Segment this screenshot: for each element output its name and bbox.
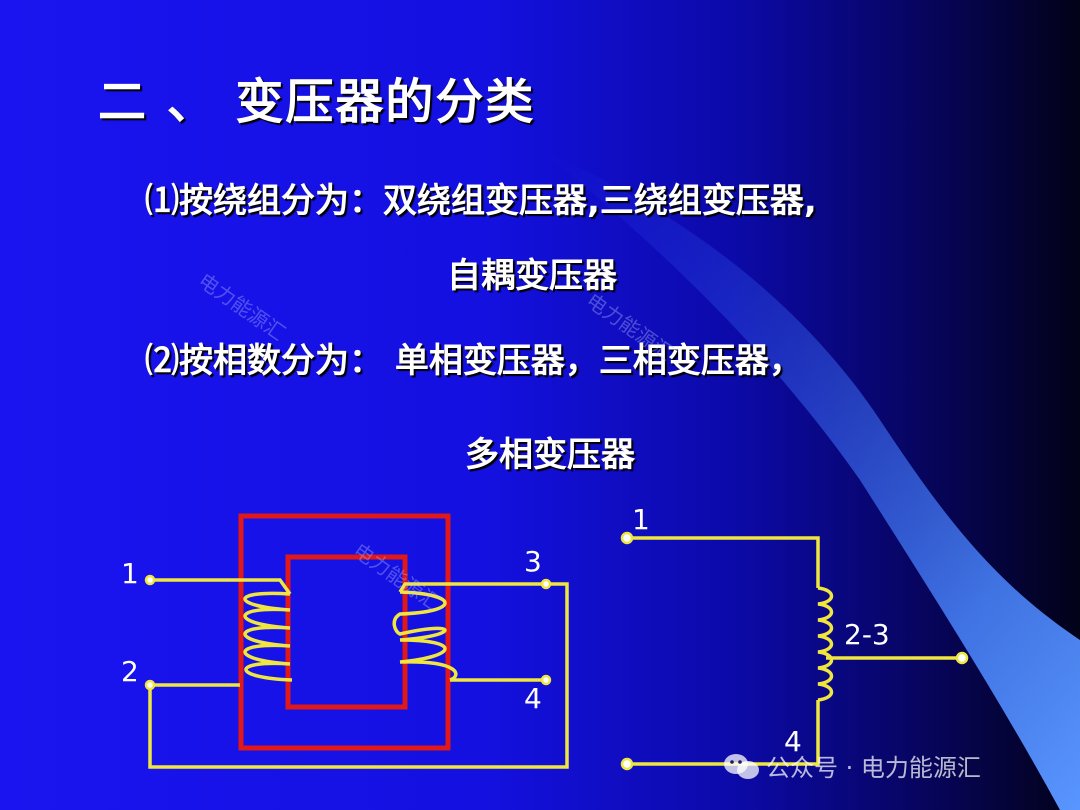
auto-terminal-label-1: 1	[632, 503, 650, 536]
autotransformer-diagram	[620, 531, 969, 771]
auto-terminal-label-4: 4	[784, 725, 802, 758]
autotransformer-text: 自耦变压器	[447, 256, 617, 296]
terminal-label-4: 4	[524, 682, 542, 715]
terminal-dot-1	[144, 574, 156, 586]
wechat-watermark: 公众号 · 电力能源汇	[766, 754, 981, 782]
wiring	[148, 578, 569, 769]
auto-terminal-dot-4	[620, 757, 634, 771]
slide-title: 二 、 变压器的分类	[98, 74, 536, 130]
terminal-label-1: 1	[121, 557, 139, 590]
classification-by-phase: ⑵按相数分为： 单相变压器，三相变压器，	[145, 341, 803, 381]
auto-terminal-dot-tap	[955, 651, 969, 665]
auto-terminal-label-tap: 2-3	[844, 618, 890, 651]
two-winding-transformer-diagram	[144, 513, 569, 769]
auto-terminal-dot-1	[620, 531, 634, 545]
terminal-dot-2	[144, 679, 156, 691]
polyphase-transformer-text: 多相变压器	[465, 435, 635, 475]
terminal-dot-3	[540, 578, 552, 590]
terminal-label-3: 3	[524, 545, 542, 578]
terminal-label-2: 2	[121, 655, 139, 688]
terminal-dot-4	[540, 674, 552, 686]
classification-by-winding: ⑴按绕组分为：双绕组变压器,三绕组变压器,	[145, 181, 817, 221]
wechat-icon	[724, 754, 759, 779]
transformer-core-outer	[238, 513, 451, 751]
